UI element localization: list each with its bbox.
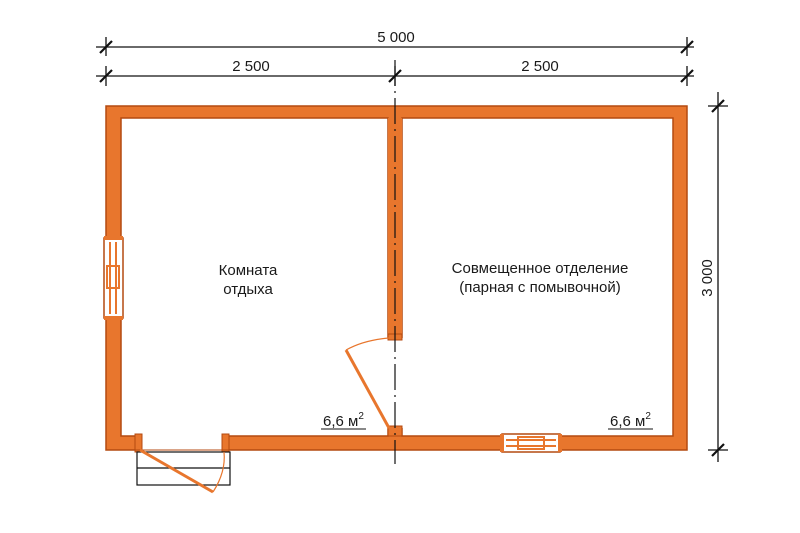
- lounge-name-line2: отдыха: [223, 281, 273, 298]
- overall-width-dimension: [96, 37, 694, 56]
- washroom-area: 6,6 м2: [608, 411, 653, 430]
- entrance-door-leaf: [139, 448, 214, 494]
- lounge-area: 6,6 м2: [321, 411, 366, 430]
- segment-dimension: [96, 66, 694, 86]
- bottom-window: [500, 433, 562, 453]
- interior-door-leaf: [344, 349, 391, 429]
- washroom-name-line1: Совмещенное отделение: [452, 260, 629, 277]
- washroom-area-exponent: 2: [645, 411, 651, 422]
- left-window: [103, 236, 124, 320]
- svg-text:6,6 м2: 6,6 м2: [323, 411, 364, 430]
- right-segment-label: 2 500: [521, 58, 559, 75]
- overall-depth-label: 3 000: [699, 259, 716, 297]
- washroom-area-value: 6,6 м: [610, 413, 645, 430]
- entrance-door-swing: [212, 451, 225, 493]
- lounge-area-exponent: 2: [358, 411, 364, 422]
- washroom-name-line2: (парная с помывочной): [459, 279, 621, 296]
- lounge-name-line1: Комната: [219, 262, 278, 279]
- depth-dimension: [708, 92, 728, 462]
- overall-width-label: 5 000: [377, 29, 415, 46]
- left-segment-label: 2 500: [232, 58, 270, 75]
- interior-door-swing: [345, 337, 390, 351]
- lounge-area-value: 6,6 м: [323, 413, 358, 430]
- entrance-door: [134, 433, 231, 494]
- svg-text:6,6 м2: 6,6 м2: [610, 411, 651, 430]
